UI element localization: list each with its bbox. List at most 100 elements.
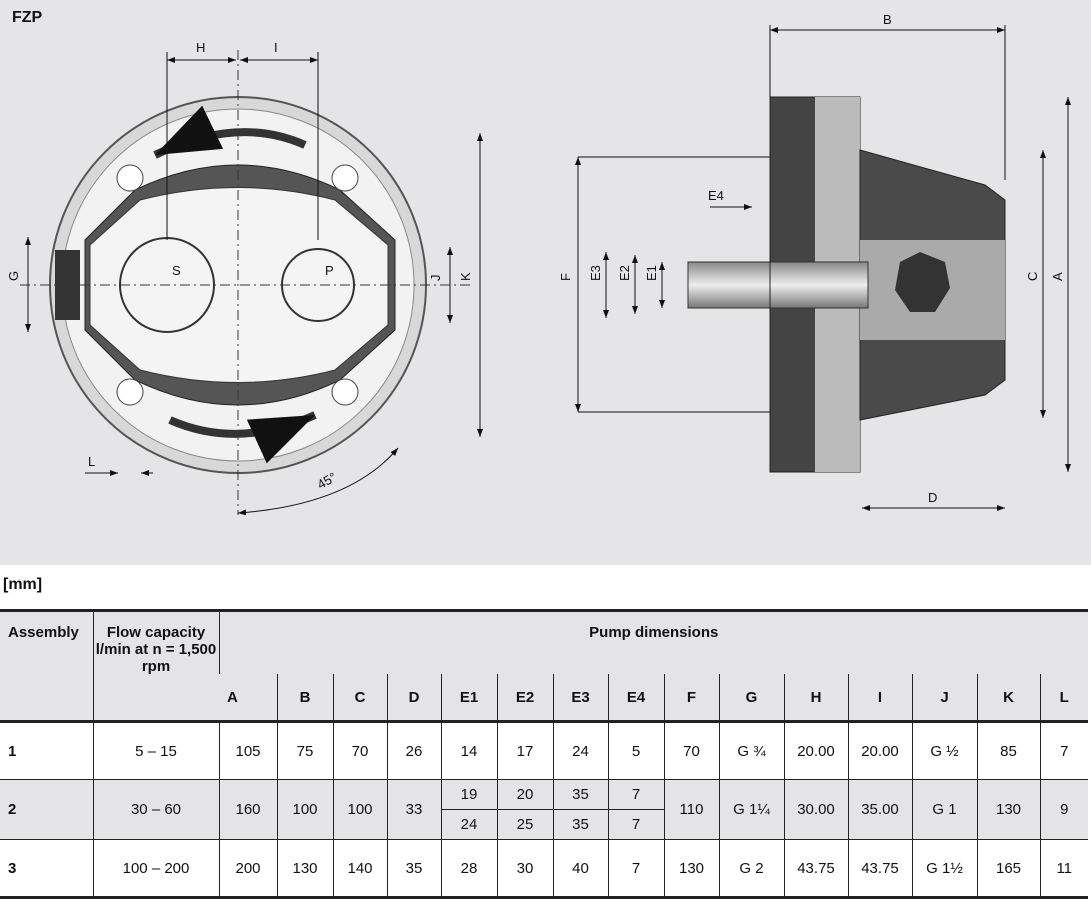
cell-f: 70 <box>663 721 719 780</box>
dim-label-b: B <box>883 12 892 27</box>
dim-label-k: K <box>458 272 473 281</box>
cell-e3: 24 <box>552 721 608 780</box>
cell-a: 160 <box>218 779 277 840</box>
column-header-e3: E3 <box>552 674 608 722</box>
cell-i: 43.75 <box>847 839 912 898</box>
cell-j: G 1 <box>911 779 977 840</box>
dimensions-table: Assembly Flow capacity l/min at n = 1,50… <box>0 609 1088 899</box>
port-label-s: S <box>172 263 181 278</box>
column-header-e4: E4 <box>607 674 664 722</box>
header-flow-capacity: Flow capacity l/min at n = 1,500 rpm <box>92 610 219 722</box>
cell-l: 7 <box>1039 721 1088 780</box>
cell-g: G ¾ <box>718 721 784 780</box>
cell-assembly: 3 <box>8 859 17 877</box>
dim-label-a: A <box>1050 272 1065 281</box>
column-header-e2: E2 <box>496 674 553 722</box>
cell-c: 100 <box>332 779 387 840</box>
cell-sub-value: 7 <box>631 816 641 833</box>
cell-sub-value: 24 <box>460 816 478 833</box>
cell-l: 9 <box>1039 779 1088 840</box>
cell-sub-value: 20 <box>497 780 553 810</box>
cell-sub-value: 35 <box>572 816 589 833</box>
cell-sub-value: 25 <box>516 816 534 833</box>
cell-assembly: 2 <box>8 801 17 818</box>
cell-f: 130 <box>663 839 719 898</box>
cell-i: 35.00 <box>847 779 912 840</box>
cell-j: G ½ <box>911 721 977 780</box>
cell-j: G 1½ <box>911 839 977 898</box>
cell-sub-value: 19 <box>441 780 497 810</box>
cell-e1: 14 <box>440 721 497 780</box>
cell-b: 100 <box>276 779 333 840</box>
cell-a: 200 <box>218 839 277 898</box>
cell-sub-value: 7 <box>608 780 664 810</box>
unit-label: [mm] <box>3 576 43 593</box>
column-header-b: B <box>276 674 333 722</box>
cell-f: 110 <box>663 779 719 840</box>
dim-label-e1: E1 <box>644 265 659 281</box>
column-header-l: L <box>1039 674 1088 722</box>
cell-g: G 2 <box>718 839 784 898</box>
column-header-g: G <box>718 674 784 722</box>
column-header-k: K <box>976 674 1040 722</box>
cell-assembly: 1 <box>8 742 17 760</box>
pump-front-view <box>20 50 483 516</box>
dim-label-j: J <box>428 275 443 282</box>
cell-e3: 40 <box>552 839 608 898</box>
column-header-i: I <box>847 674 912 722</box>
cell-sub-value: 35 <box>553 780 608 810</box>
pump-side-view <box>575 25 1071 511</box>
cell-d: 35 <box>386 839 441 898</box>
cell-g: G 1¼ <box>718 779 784 840</box>
dim-label-i: I <box>274 40 278 55</box>
angle-label: 45° <box>315 469 340 492</box>
column-header-h: H <box>783 674 848 722</box>
cell-i: 20.00 <box>847 721 912 780</box>
cell-b: 130 <box>276 839 333 898</box>
cell-b: 75 <box>276 721 333 780</box>
cell-d: 26 <box>386 721 441 780</box>
cell-e2: 17 <box>496 721 553 780</box>
cell-e1: 28 <box>440 839 497 898</box>
cell-c: 140 <box>332 839 387 898</box>
cell-k: 165 <box>976 839 1040 898</box>
dim-label-l: L <box>88 454 95 469</box>
dim-label-g: G <box>6 271 21 281</box>
cell-a: 105 <box>218 721 277 780</box>
column-header-a: A <box>227 688 238 706</box>
drawing-title: FZP <box>12 9 43 26</box>
cell-e4: 5 <box>607 721 664 780</box>
cell-h: 30.00 <box>783 779 848 840</box>
cell-k: 85 <box>976 721 1040 780</box>
dim-label-c: C <box>1025 272 1040 281</box>
technical-drawing: FZP H I G S P J K L 45° <box>0 0 1091 565</box>
pump-drawing-svg: FZP H I G S P J K L 45° <box>6 9 1071 516</box>
cell-d: 33 <box>386 779 441 840</box>
cell-flow: 100 – 200 <box>92 839 219 898</box>
cell-h: 20.00 <box>783 721 848 780</box>
port-label-p: P <box>325 263 334 278</box>
cell-k: 130 <box>976 779 1040 840</box>
column-header-d: D <box>386 674 441 722</box>
cell-e2: 30 <box>496 839 553 898</box>
column-header-j: J <box>911 674 977 722</box>
header-assembly: Assembly <box>8 624 79 641</box>
column-header-e1: E1 <box>440 674 497 722</box>
dim-label-f: F <box>558 273 573 281</box>
dim-label-e3: E3 <box>588 265 603 281</box>
cell-flow: 5 – 15 <box>92 721 219 780</box>
dim-label-e4: E4 <box>708 188 724 203</box>
cell-c: 70 <box>332 721 387 780</box>
column-header-c: C <box>332 674 387 722</box>
dim-label-h: H <box>196 40 205 55</box>
column-header-f: F <box>663 674 719 722</box>
dim-label-e2: E2 <box>617 265 632 281</box>
dim-label-d: D <box>928 490 937 505</box>
